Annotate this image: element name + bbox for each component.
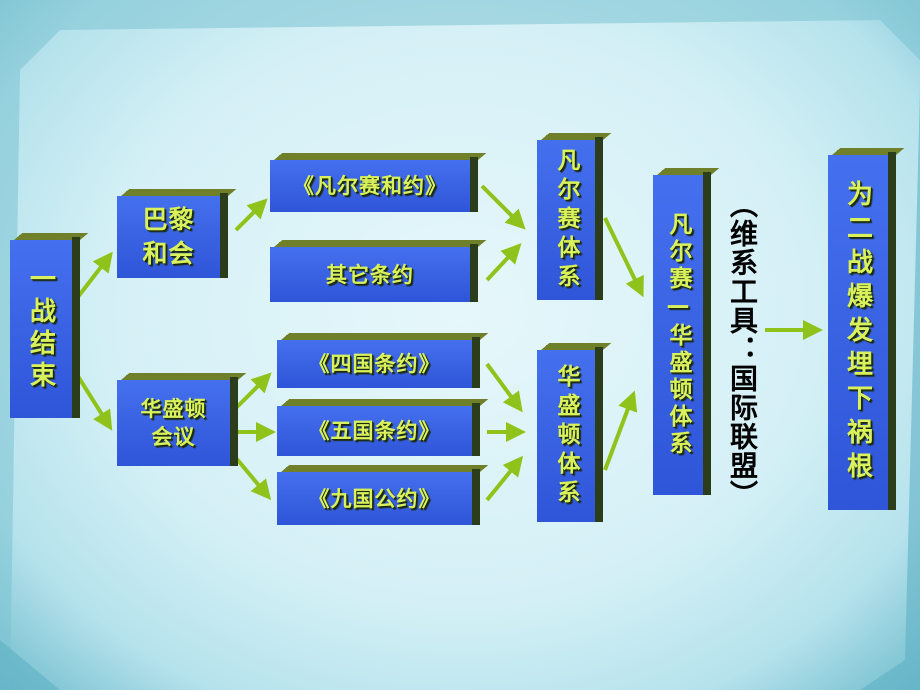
node-label: 巴黎和会 [142,205,195,268]
node-washington-system: 华盛顿体系 [537,347,603,522]
node-label: 《四国条约》 [308,352,441,376]
node-other-treaties: 其它条约 [270,244,478,302]
arrow [234,456,272,501]
node-label: 凡尔赛—华盛顿体系 [665,212,691,458]
node-versailles-system: 凡尔赛体系 [537,137,603,300]
node-washington-conference: 华盛顿会议 [117,377,238,466]
arrow [234,198,268,232]
arrow [603,217,644,298]
node-ww1-end: 一战结束 [10,237,80,418]
arrow [485,362,523,413]
node-label: 华盛顿会议 [140,397,207,449]
node-label: 一战结束 [25,265,56,393]
arrow [480,184,526,230]
arrow [603,390,638,471]
node-label: 华盛顿体系 [553,363,579,509]
arrow [485,455,524,502]
node-four-power-treaty: 《四国条约》 [277,337,480,388]
node-versailles-treaty: 《凡尔赛和约》 [270,157,478,212]
node-result: 为二战爆发埋下祸根 [828,152,896,510]
node-label: 《五国条约》 [308,419,441,443]
arrow [234,372,272,410]
node-five-power-treaty: 《五国条约》 [277,403,480,456]
league-of-nations-note: （维系工具：国际联盟） [726,190,759,509]
node-nine-power-treaty: 《九国公约》 [277,469,480,525]
node-label: 《凡尔赛和约》 [293,174,447,198]
node-label: 《九国公约》 [308,486,441,511]
node-paris-conference: 巴黎和会 [117,193,228,278]
arrow [485,243,522,282]
node-label: 为二战爆发埋下祸根 [842,179,873,486]
node-versailles-washington-system: 凡尔赛—华盛顿体系 [653,172,711,495]
node-label: 其它条约 [326,262,414,287]
node-label: 凡尔赛体系 [553,147,579,293]
